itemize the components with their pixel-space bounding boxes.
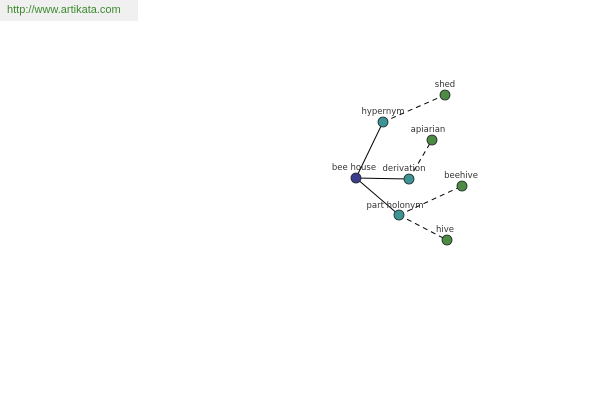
node-shed[interactable] [439,89,451,101]
node-part-holonym[interactable] [393,209,405,221]
label-hive: hive [436,225,454,235]
edge-derivation-apiarian [408,139,433,180]
edge-part-holonym-hive [398,214,448,241]
label-part-holonym: part holonym [367,201,424,211]
label-root: bee house [332,163,376,173]
node-apiarian[interactable] [426,134,438,146]
node-hive[interactable] [441,234,453,246]
site-banner: http://www.artikata.com [0,0,138,21]
edge-root-part-holonym [355,177,400,216]
edge-part-holonym-beehive [398,185,463,216]
node-derivation[interactable] [403,173,415,185]
label-derivation: derivation [382,164,425,174]
edge-root-hypernym [355,121,384,179]
node-root[interactable] [350,172,362,184]
label-hypernym: hypernym [361,107,404,117]
label-apiarian: apiarian [411,125,446,135]
node-hypernym[interactable] [377,116,389,128]
label-beehive: beehive [444,171,478,181]
site-url-link[interactable]: http://www.artikata.com [7,4,121,16]
node-beehive[interactable] [456,180,468,192]
edge-root-derivation [355,177,410,180]
label-shed: shed [435,80,455,90]
edge-hypernym-shed [382,94,446,123]
